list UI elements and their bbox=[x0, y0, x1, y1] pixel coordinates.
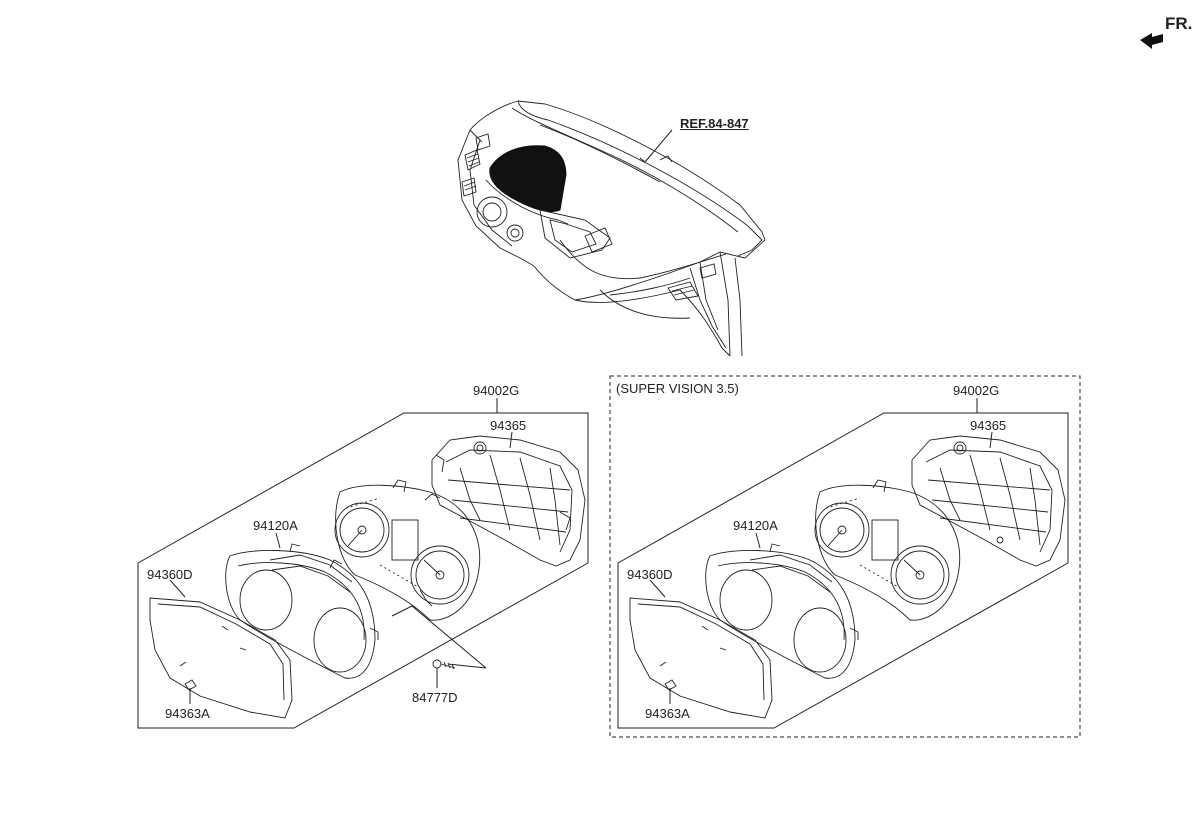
right-gauge-board bbox=[814, 479, 961, 621]
right-clip-label: 94363A bbox=[645, 706, 690, 721]
right-group-frame bbox=[617, 412, 1069, 729]
front-indicator-label: FR. bbox=[1165, 14, 1193, 33]
left-case-label: 94120A bbox=[253, 518, 298, 533]
left-group-frame bbox=[137, 412, 589, 729]
right-clip-94363A bbox=[664, 679, 677, 691]
left-housing-label: 94365 bbox=[490, 418, 527, 433]
dashboard-drawing bbox=[457, 100, 766, 357]
right-housing-94365 bbox=[911, 435, 1066, 567]
left-case-94120A bbox=[225, 543, 379, 679]
left-lens-94360D bbox=[149, 597, 293, 719]
right-lens-94360D bbox=[629, 597, 773, 719]
screw-84777D bbox=[432, 659, 456, 670]
right-case-94120A bbox=[705, 543, 859, 679]
left-lens-label: 94360D bbox=[147, 567, 193, 582]
right-variant-frame bbox=[609, 375, 1081, 738]
right-housing-label: 94365 bbox=[970, 418, 1007, 433]
left-housing-94365 bbox=[431, 435, 586, 567]
right-case-label: 94120A bbox=[733, 518, 778, 533]
variant-title-label: (SUPER VISION 3.5) bbox=[616, 381, 739, 396]
left-gauge-board bbox=[334, 479, 481, 621]
front-arrow-icon bbox=[1140, 33, 1163, 49]
screw-label: 84777D bbox=[412, 690, 458, 705]
left-assembly-label: 94002G bbox=[473, 383, 520, 398]
left-clip-94363A bbox=[184, 679, 197, 691]
right-lens-label: 94360D bbox=[627, 567, 673, 582]
left-clip-label: 94363A bbox=[165, 706, 210, 721]
right-assembly-label: 94002G bbox=[953, 383, 1000, 398]
dashboard-reference-label: REF.84-847 bbox=[680, 116, 749, 131]
